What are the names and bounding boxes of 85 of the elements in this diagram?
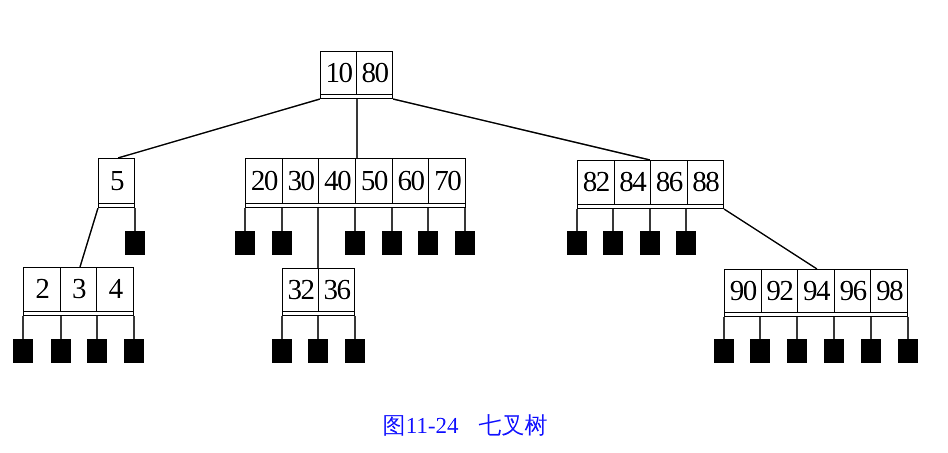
key-cell: 36 [318, 269, 354, 311]
tree-link [723, 317, 725, 339]
key-cell-text: 20 [250, 164, 278, 199]
key-cell: 80 [356, 52, 392, 94]
key-cell-text: 32 [286, 273, 314, 308]
tree-link [649, 209, 651, 231]
leaf-square [382, 231, 402, 255]
tree-link [317, 208, 319, 268]
tree-link [759, 317, 761, 339]
key-cell-text: 82 [582, 165, 610, 200]
leaf-square [308, 339, 328, 363]
tree-link [281, 316, 283, 339]
leaf-square [51, 339, 71, 363]
tree-link [907, 317, 909, 339]
key-cell: 88 [686, 161, 723, 204]
tree-node [245, 158, 466, 208]
figure-caption: 图11-24 七叉树 [382, 412, 548, 440]
tree-link [118, 98, 320, 159]
leaf-square [345, 339, 365, 363]
key-cell: 86 [650, 161, 686, 204]
tree-link [317, 316, 319, 339]
leaf-square [272, 339, 292, 363]
tree-node [577, 160, 724, 209]
tree-node [23, 267, 134, 316]
leaf-square [455, 231, 475, 255]
tree-link [870, 317, 872, 339]
key-cell-text: 2 [34, 272, 50, 307]
tree-link [134, 208, 136, 231]
key-cell: 94 [797, 270, 834, 312]
key-cell: 98 [870, 270, 907, 312]
tree-link [391, 208, 393, 231]
tree-link [724, 208, 818, 270]
tree-link [354, 208, 356, 231]
leaf-square [272, 231, 292, 255]
key-cell: 60 [392, 159, 428, 203]
leaf-square [124, 339, 144, 363]
key-cell: 3 [60, 268, 96, 311]
leaf-square [824, 339, 844, 363]
tree-node [282, 268, 355, 316]
tree-node [98, 158, 135, 208]
leaf-square [125, 231, 145, 255]
tree-link [612, 209, 614, 231]
tree-link [133, 316, 135, 339]
key-cell-text: 10 [324, 56, 353, 91]
tree-link [354, 316, 356, 339]
leaf-square [345, 231, 365, 255]
key-cell-text: 5 [109, 164, 124, 199]
key-cell: 70 [428, 159, 466, 203]
leaf-square [235, 231, 255, 255]
leaf-square [861, 339, 881, 363]
tree-node [724, 269, 908, 317]
leaf-square [87, 339, 107, 363]
leaf-square [567, 231, 587, 255]
key-cell: 50 [355, 159, 392, 203]
key-cell: 40 [318, 159, 356, 203]
tree-link [427, 208, 429, 231]
tree-link [392, 98, 650, 161]
tree-link [464, 208, 466, 231]
tree-link [96, 316, 98, 339]
key-cell-text: 90 [728, 274, 758, 309]
key-cell: 96 [834, 270, 870, 312]
leaf-square [676, 231, 696, 255]
tree-link [60, 316, 62, 339]
tree-link [22, 316, 24, 339]
tree-link [244, 208, 246, 231]
key-cell: 30 [282, 159, 318, 203]
tree-link [685, 209, 687, 231]
tree-link [356, 99, 358, 158]
key-cell: 4 [96, 268, 134, 311]
key-cell: 84 [614, 161, 650, 204]
tree-node [320, 51, 393, 99]
leaf-square [787, 339, 807, 363]
leaf-square [640, 231, 660, 255]
tree-link [796, 317, 798, 339]
leaf-square [418, 231, 438, 255]
leaf-square [898, 339, 918, 363]
tree-link [281, 208, 283, 231]
tree-link [833, 317, 835, 339]
leaf-square [750, 339, 770, 363]
leaf-square [714, 339, 734, 363]
leaf-square [603, 231, 623, 255]
tree-link [79, 208, 99, 268]
tree-link [576, 209, 578, 231]
key-cell: 92 [760, 270, 798, 312]
leaf-square [13, 339, 33, 363]
